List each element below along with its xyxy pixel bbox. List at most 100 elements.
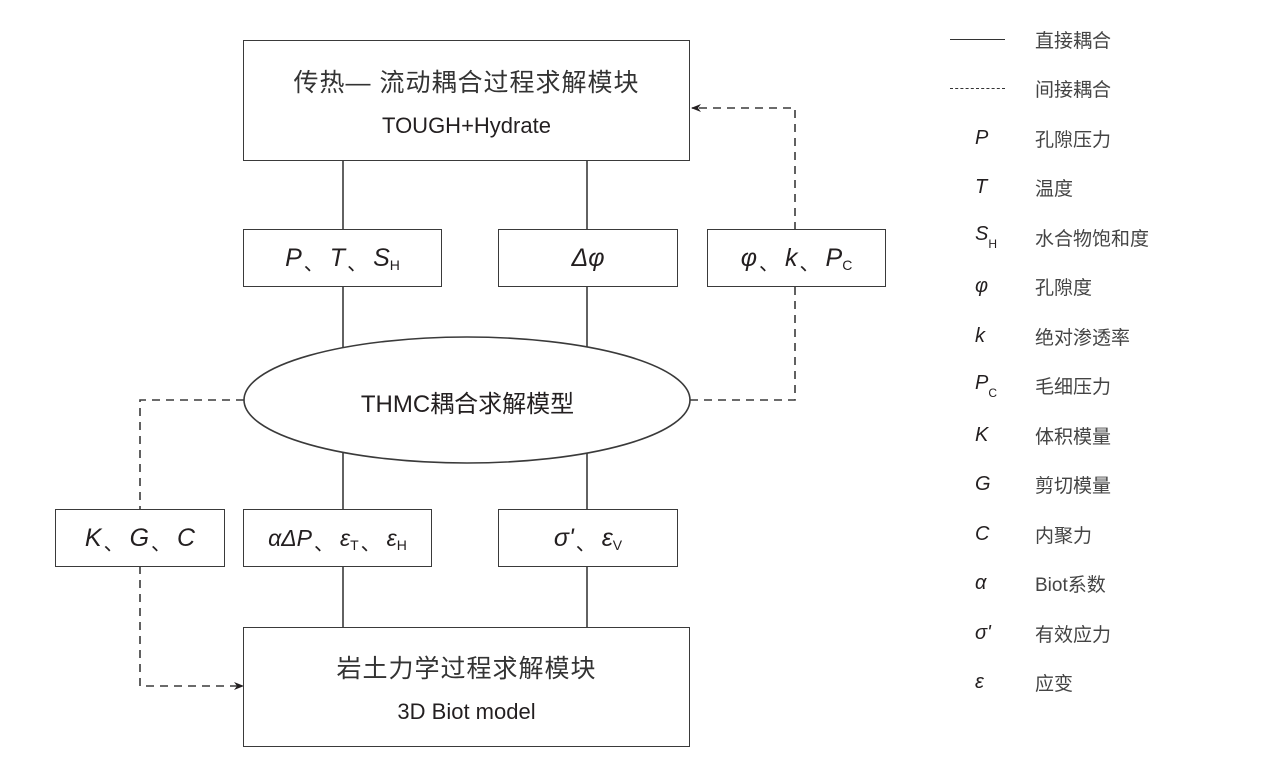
separator: 、 <box>347 253 368 275</box>
legend-symbol: SH <box>975 223 997 251</box>
legend-symbol: α <box>975 572 986 595</box>
var-k-g-c: K、G、C <box>84 523 196 555</box>
biot-module: 岩土力学过程求解模块 3D Biot model <box>243 627 690 747</box>
legend-item-symbol: K 体积模量 <box>950 420 1111 450</box>
connector-kgc-to-bottom <box>139 566 244 690</box>
legend-symbol: C <box>975 523 989 546</box>
var-sub-t: T <box>350 537 359 553</box>
var-adp-et-eh: αΔP、εT、εH <box>268 523 407 555</box>
legend-label: 绝对渗透率 <box>1035 327 1131 349</box>
legend-symbol-char: k <box>975 324 985 347</box>
legend-symbol: T <box>975 176 987 199</box>
var-t: T <box>329 244 346 272</box>
legend-label: 水合物饱和度 <box>1035 228 1150 250</box>
top-module-title-cn: 传热— 流动耦合过程求解模块 <box>293 68 640 97</box>
var-pc: P <box>825 244 843 272</box>
legend-symbol: k <box>975 325 985 348</box>
legend-label: Biot系数 <box>1035 575 1106 596</box>
tough-hydrate-module: 传热— 流动耦合过程求解模块 TOUGH+Hydrate <box>243 40 690 161</box>
legend-symbol-sub: H <box>988 237 998 251</box>
var-box-dphi: Δφ <box>498 229 678 287</box>
var-eps-t: ε <box>339 525 351 551</box>
legend-item-symbol: C 内聚力 <box>950 519 1092 549</box>
var-sub-c: C <box>842 257 853 273</box>
legend-label: 直接耦合 <box>1035 30 1112 52</box>
legend-item-symbol: P 孔隙压力 <box>950 123 1111 153</box>
legend-symbol-char: α <box>975 572 987 594</box>
separator: 、 <box>303 253 324 275</box>
var-phi: φ <box>740 244 757 272</box>
legend-symbol-char: T <box>975 176 988 198</box>
legend-item-symbol: PC 毛细压力 <box>950 371 1111 401</box>
var-bulk-k: K <box>84 524 102 552</box>
legend-label: 间接耦合 <box>1035 79 1112 101</box>
legend-symbol-char: ε <box>975 671 984 693</box>
var-p-t-sh: P、T、SH <box>285 243 400 275</box>
legend-symbol: σ' <box>975 622 991 645</box>
legend-label: 温度 <box>1035 179 1074 200</box>
var-sigma: σ' <box>553 524 574 552</box>
legend-symbol: ε <box>975 671 984 694</box>
legend-symbol: K <box>975 424 988 447</box>
legend-symbol-char: K <box>975 423 989 446</box>
legend-label: 体积模量 <box>1035 426 1112 448</box>
separator: 、 <box>759 253 779 275</box>
legend-symbol-char: P <box>975 126 989 149</box>
bottom-module-title-en: 3D Biot model <box>397 699 536 724</box>
connector-ellipse-to-kgc <box>139 399 244 510</box>
legend-item-symbol: φ 孔隙度 <box>950 272 1092 302</box>
var-p: P <box>285 244 302 272</box>
separator: 、 <box>103 533 124 555</box>
var-box-sigma-ev: σ'、εV <box>498 509 678 567</box>
legend-symbol: φ <box>975 275 988 298</box>
var-sub-h: H <box>389 257 400 273</box>
var-box-phi-k-pc: φ、k、PC <box>707 229 886 287</box>
bottom-module-title-cn: 岩土力学过程求解模块 <box>336 655 597 683</box>
separator: 、 <box>151 533 172 555</box>
legend-symbol: PC <box>975 372 997 400</box>
var-sub-h: H <box>396 537 407 553</box>
separator: 、 <box>313 533 334 555</box>
connector-phikpc-to-top <box>691 104 796 230</box>
legend-label: 毛细压力 <box>1035 377 1112 398</box>
var-k: k <box>785 244 798 272</box>
legend-label: 剪切模量 <box>1035 476 1112 497</box>
var-box-adp-et-eh: αΔP、εT、εH <box>243 509 432 567</box>
legend-item-symbol: G 剪切模量 <box>950 470 1111 500</box>
var-dphi: Δφ <box>571 243 605 272</box>
legend-symbol-char: P <box>975 371 989 394</box>
var-box-p-t-sh: P、T、SH <box>243 229 442 287</box>
separator: 、 <box>799 253 820 275</box>
legend-label: 孔隙压力 <box>1035 129 1112 151</box>
solid-line-icon <box>950 38 1005 40</box>
legend-symbol: G <box>975 473 991 496</box>
legend-label: 内聚力 <box>1035 525 1093 547</box>
legend-item-symbol: SH 水合物饱和度 <box>950 222 1149 252</box>
var-eps-h: ε <box>386 525 397 551</box>
legend-item-direct: 直接耦合 <box>950 24 1111 54</box>
var-phi-k-pc: φ、k、PC <box>740 243 853 275</box>
var-sigma-ev: σ'、εV <box>553 523 623 555</box>
var-s: S <box>373 244 390 272</box>
legend-symbol-sub: C <box>988 385 998 400</box>
legend-label: 有效应力 <box>1035 624 1112 646</box>
thmc-model-label: THMC耦合求解模型 <box>360 391 575 418</box>
connector-ellipse-to-phikpc <box>690 286 796 401</box>
dashed-line-icon <box>950 87 1005 89</box>
legend-label: 孔隙度 <box>1035 278 1093 299</box>
var-alpha-dp: αΔP <box>268 525 312 551</box>
legend-symbol-char: φ <box>975 275 989 297</box>
legend-item-symbol: T 温度 <box>950 173 1073 203</box>
var-c: C <box>177 524 196 552</box>
separator: 、 <box>575 533 596 555</box>
legend-symbol-char: G <box>975 473 991 495</box>
separator: 、 <box>360 533 381 555</box>
legend-item-symbol: σ' 有效应力 <box>950 618 1111 648</box>
legend-symbol-char: σ' <box>975 621 991 644</box>
var-g: G <box>129 524 150 552</box>
var-sub-v: V <box>612 537 623 553</box>
var-box-k-g-c: K、G、C <box>55 509 225 567</box>
top-module-title-en: TOUGH+Hydrate <box>382 112 551 138</box>
